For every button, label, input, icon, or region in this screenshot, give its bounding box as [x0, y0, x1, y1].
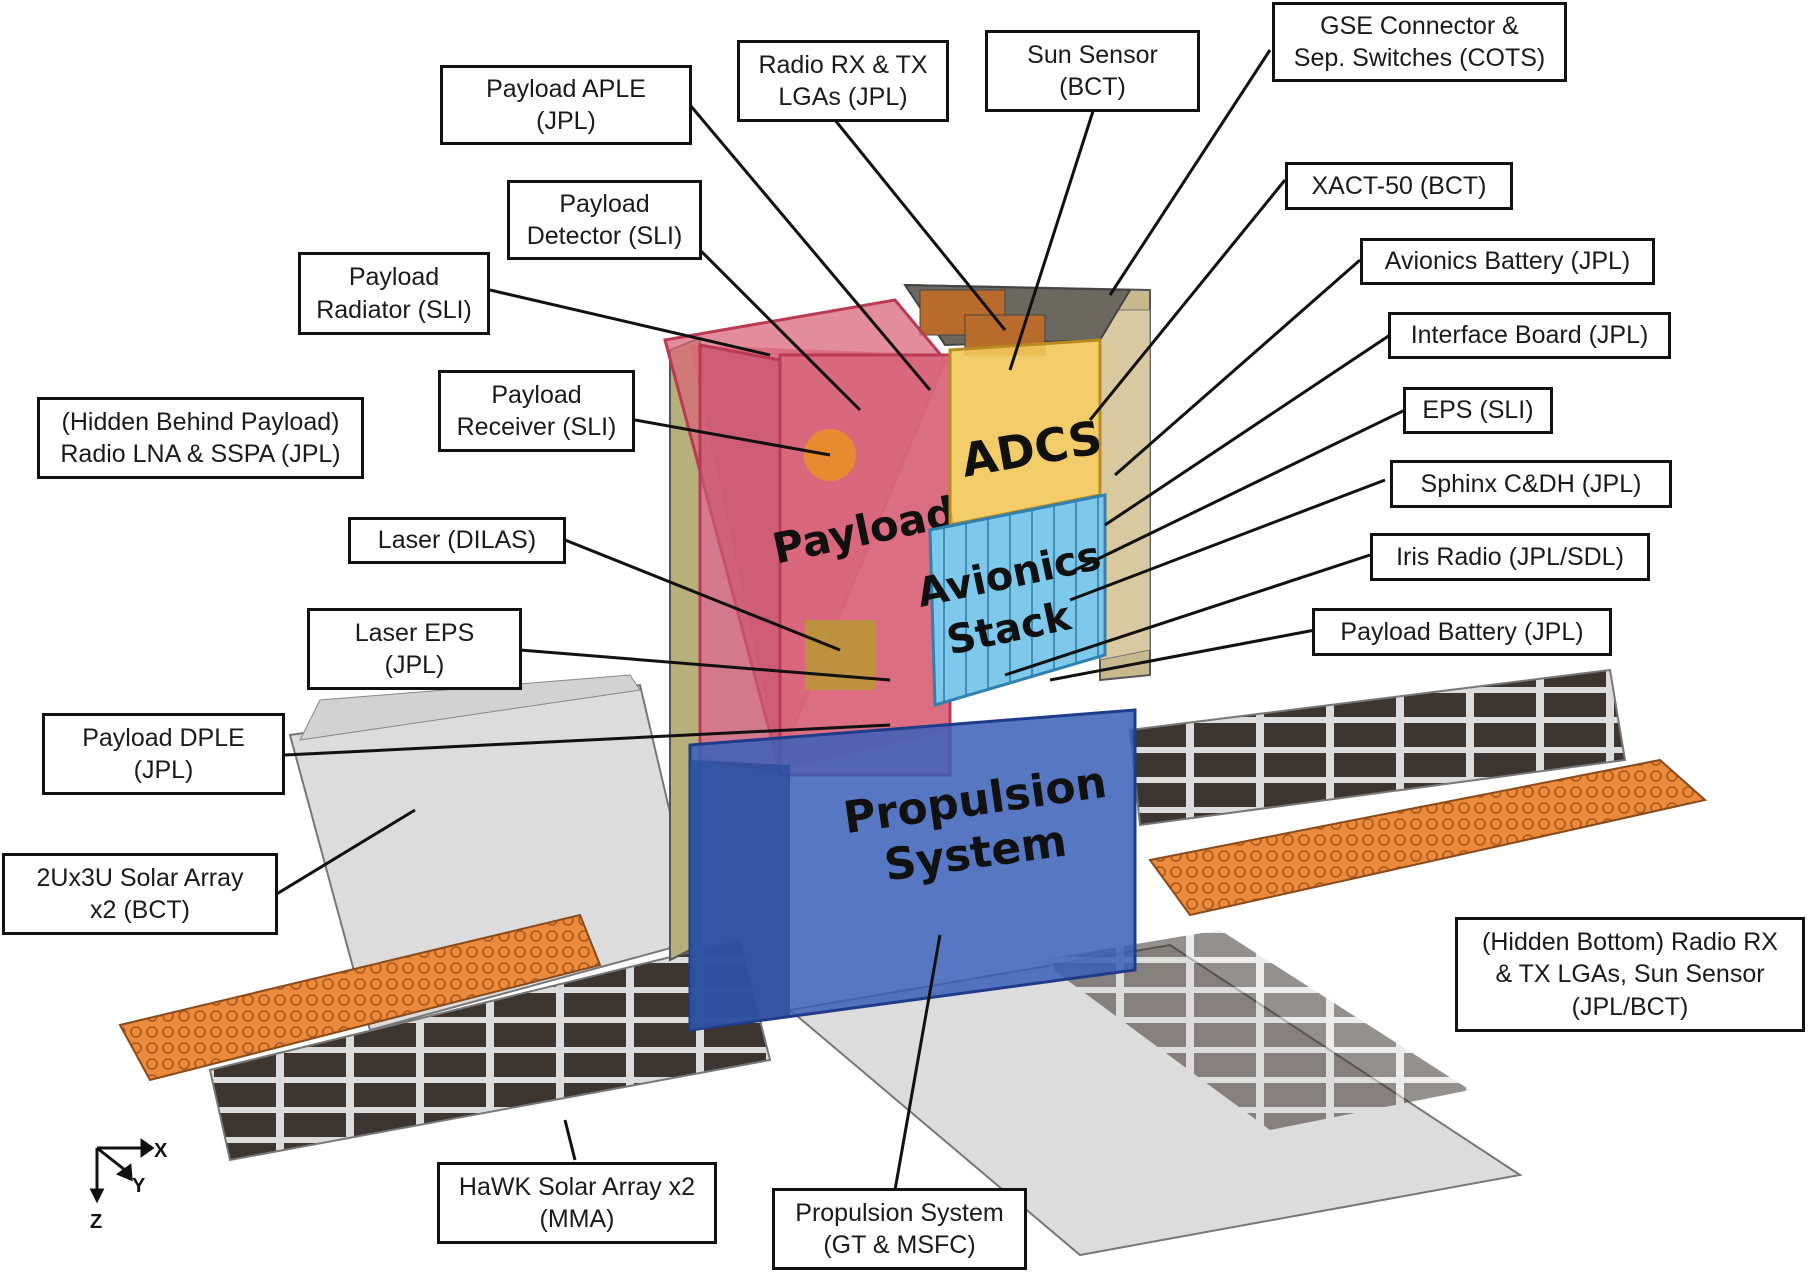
callout-line: Radio LNA & SSPA (JPL) [60, 440, 341, 468]
callout-line: Sphinx C&DH (JPL) [1420, 469, 1642, 498]
callout-line: & TX LGAs, Sun Sensor [1495, 960, 1765, 989]
callout-solar-array-2ux3u: 2Ux3U Solar Array x2 (BCT) [2, 853, 278, 935]
callout-line: Laser EPS [354, 618, 475, 647]
callout-line: 2Ux3U Solar Array [36, 863, 244, 892]
callout-hidden-radio-lna: (Hidden Behind Payload) Radio LNA & SSPA… [37, 397, 364, 479]
callout-line: Payload DPLE [82, 723, 245, 752]
callout-xact-50: XACT-50 (BCT) [1285, 162, 1513, 210]
payload-module: Payload [663, 298, 960, 777]
callout-line: Payload [559, 189, 650, 218]
callout-iris-radio: Iris Radio (JPL/SDL) [1370, 533, 1650, 581]
axis-y-label: Y [132, 1175, 146, 1197]
callout-sun-sensor: Sun Sensor (BCT) [985, 30, 1200, 112]
callout-line: Interface Board (JPL) [1410, 321, 1649, 350]
callout-propulsion-system: Propulsion System (GT & MSFC) [772, 1188, 1027, 1270]
callout-payload-battery: Payload Battery (JPL) [1312, 608, 1612, 656]
left-hawk-solar-array [118, 913, 772, 1162]
callout-payload-radiator: Payload Radiator (SLI) [298, 252, 490, 335]
callout-line: HaWK Solar Array x2 [458, 1172, 696, 1201]
leader-lines [274, 49, 1406, 1191]
callout-gse-connector: GSE Connector & Sep. Switches (COTS) [1272, 2, 1567, 82]
callout-payload-receiver: Payload Receiver (SLI) [438, 370, 635, 452]
callout-line: Radio RX & TX [758, 50, 928, 79]
callout-line: EPS (SLI) [1422, 396, 1534, 425]
callout-line: Payload [348, 263, 440, 291]
callout-line: Receiver (SLI) [456, 413, 617, 441]
callout-line: Iris Radio (JPL/SDL) [1396, 542, 1624, 571]
axis-z-label: Z [90, 1211, 102, 1233]
callout-eps-sli: EPS (SLI) [1403, 387, 1553, 434]
callout-interface-board: Interface Board (JPL) [1388, 312, 1671, 359]
callout-hawk-solar-array: HaWK Solar Array x2 (MMA) [437, 1162, 717, 1244]
callout-line: x2 (BCT) [90, 896, 190, 924]
callout-line: (JPL) [133, 756, 194, 784]
axis-x-label: X [154, 1140, 168, 1162]
callout-line: Radiator (SLI) [316, 295, 472, 324]
callout-laser-dilas: Laser (DILAS) [348, 517, 566, 564]
callout-line: Avionics Battery (JPL) [1384, 247, 1631, 276]
axis-indicator [89, 1138, 155, 1204]
callout-line: LGAs (JPL) [778, 83, 908, 111]
callout-line: GSE Connector & [1320, 11, 1519, 40]
callout-line: Payload Battery (JPL) [1340, 617, 1584, 646]
callout-payload-detector: Payload Detector (SLI) [507, 180, 702, 260]
propulsion-system-module: Propulsion System [688, 708, 1137, 1032]
callout-line: (JPL) [384, 651, 445, 679]
callout-line: Sep. Switches (COTS) [1293, 44, 1546, 72]
callout-radio-rx-tx-lgas: Radio RX & TX LGAs (JPL) [737, 40, 949, 122]
callout-payload-dple: Payload DPLE (JPL) [42, 713, 285, 795]
callout-payload-aple: Payload APLE (JPL) [440, 65, 692, 145]
callout-line: (Hidden Bottom) Radio RX [1482, 927, 1778, 956]
callout-sphinx-cdh: Sphinx C&DH (JPL) [1390, 460, 1672, 508]
callout-line: Propulsion System [795, 1198, 1004, 1227]
callout-line: XACT-50 (BCT) [1311, 171, 1487, 200]
callout-line: Payload APLE [486, 74, 646, 103]
callout-line: (Hidden Behind Payload) [61, 407, 340, 436]
callout-hidden-bottom-radio: (Hidden Bottom) Radio RX & TX LGAs, Sun … [1455, 917, 1805, 1032]
callout-line: Detector (SLI) [526, 222, 683, 250]
avionics-stack-module: Avionics Stack [913, 493, 1107, 707]
callout-line: (BCT) [1059, 73, 1126, 101]
callout-avionics-battery: Avionics Battery (JPL) [1360, 238, 1655, 285]
callout-laser-eps: Laser EPS (JPL) [307, 608, 522, 690]
callout-line: (GT & MSFC) [823, 1231, 976, 1259]
adcs-module: ADCS [948, 338, 1106, 527]
callout-line: (JPL) [536, 107, 596, 135]
callout-line: (JPL/BCT) [1571, 992, 1689, 1021]
callout-line: Sun Sensor [1027, 40, 1158, 69]
callout-line: (MMA) [539, 1205, 615, 1233]
callout-line: Payload [491, 380, 582, 409]
right-hawk-solar-array [1128, 668, 1708, 917]
callout-line: Laser (DILAS) [377, 526, 537, 555]
